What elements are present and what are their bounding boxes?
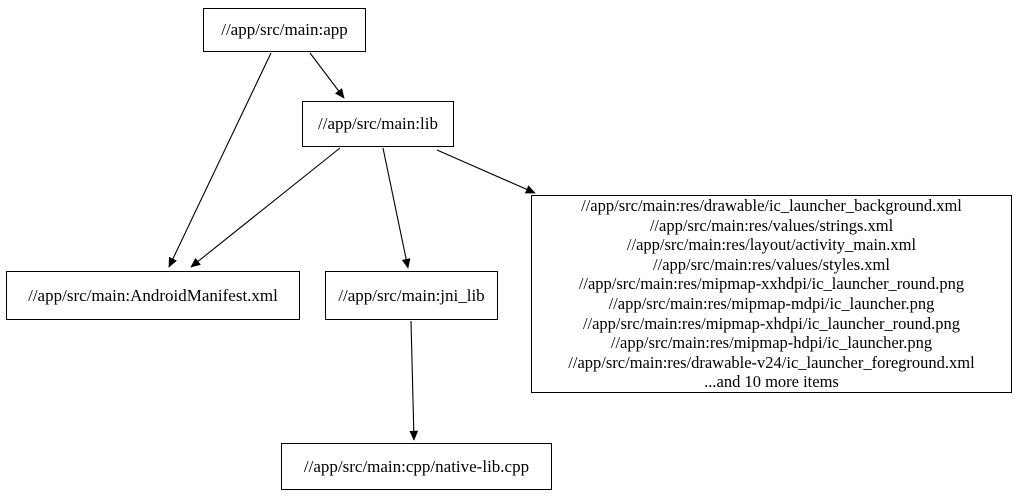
edge-lib-to-manifest bbox=[190, 147, 341, 268]
edge-app-to-lib bbox=[309, 52, 345, 99]
node-app-target: //app/src/main:app bbox=[203, 8, 366, 52]
edge-lib-to-res-group bbox=[436, 149, 536, 194]
edge-app-to-manifest bbox=[168, 52, 272, 268]
node-resource-files-group: //app/src/main:res/drawable/ic_launcher_… bbox=[531, 195, 1012, 393]
node-lib-target: //app/src/main:lib bbox=[302, 101, 454, 147]
node-jni-lib-target: //app/src/main:jni_lib bbox=[325, 271, 498, 320]
node-android-manifest: //app/src/main:AndroidManifest.xml bbox=[6, 271, 300, 320]
edge-jni-lib-to-native-lib bbox=[409, 320, 419, 441]
edge-lib-to-jni-lib bbox=[382, 147, 411, 269]
node-native-lib-cpp: //app/src/main:cpp/native-lib.cpp bbox=[281, 443, 552, 490]
